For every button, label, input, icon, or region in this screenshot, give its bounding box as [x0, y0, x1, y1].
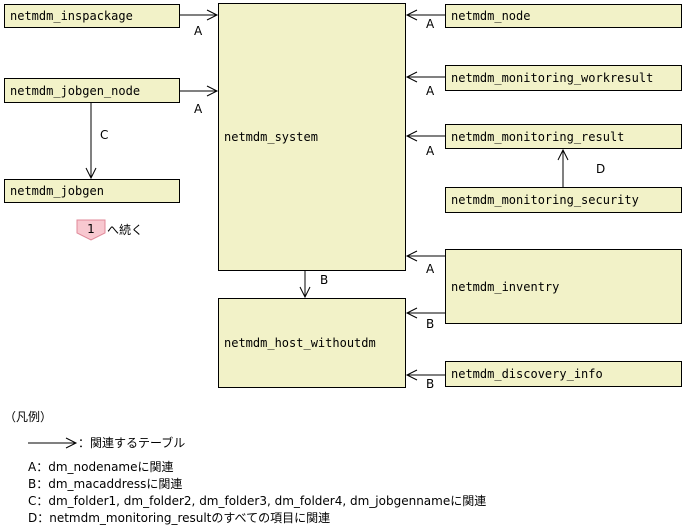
table-netmdm-monitoring-workresult: netmdm_monitoring_workresult	[445, 65, 682, 91]
table-netmdm-monitoring-security: netmdm_monitoring_security	[445, 187, 682, 213]
continuation-page-number: 1	[87, 222, 95, 236]
label-jobgen-node-system: A	[194, 102, 203, 116]
legend-title: （凡例）	[4, 410, 53, 424]
table-netmdm-jobgen: netmdm_jobgen	[4, 179, 180, 203]
label-discovery-host: B	[426, 377, 435, 391]
continuation-text: へ続く	[107, 223, 144, 237]
label-security-result: D	[596, 162, 606, 176]
label-node-system: A	[426, 17, 435, 31]
label-inventry-host: B	[426, 317, 435, 331]
table-netmdm-host-withoutdm: netmdm_host_withoutdm	[218, 298, 406, 388]
table-netmdm-discovery-info: netmdm_discovery_info	[445, 361, 682, 387]
table-netmdm-inspackage: netmdm_inspackage	[4, 4, 180, 28]
table-netmdm-system: netmdm_system	[218, 3, 406, 271]
legend-item-a: A：dm_nodenameに関連	[28, 460, 174, 474]
legend-item-c: C：dm_folder1, dm_folder2, dm_folder3, dm…	[28, 494, 487, 508]
label-system-host: B	[320, 273, 329, 287]
legend-item-b: B：dm_macaddressに関連	[28, 477, 183, 491]
label-inspackage-system: A	[194, 24, 203, 38]
table-netmdm-jobgen-node: netmdm_jobgen_node	[4, 78, 180, 103]
legend-item-d: D：netmdm_monitoring_resultのすべての項目に関連	[28, 511, 331, 525]
table-netmdm-monitoring-result: netmdm_monitoring_result	[445, 124, 682, 149]
label-inventry-system: A	[426, 262, 435, 276]
legend-arrow-meaning: ：関連するテーブル	[78, 436, 186, 450]
label-result-system: A	[426, 144, 435, 158]
table-netmdm-node: netmdm_node	[445, 4, 682, 28]
table-netmdm-inventry: netmdm_inventry	[445, 249, 682, 324]
label-jobgen-node-jobgen: C	[100, 128, 109, 142]
continuation-badge: 1	[76, 219, 106, 241]
label-workresult-system: A	[426, 84, 435, 98]
